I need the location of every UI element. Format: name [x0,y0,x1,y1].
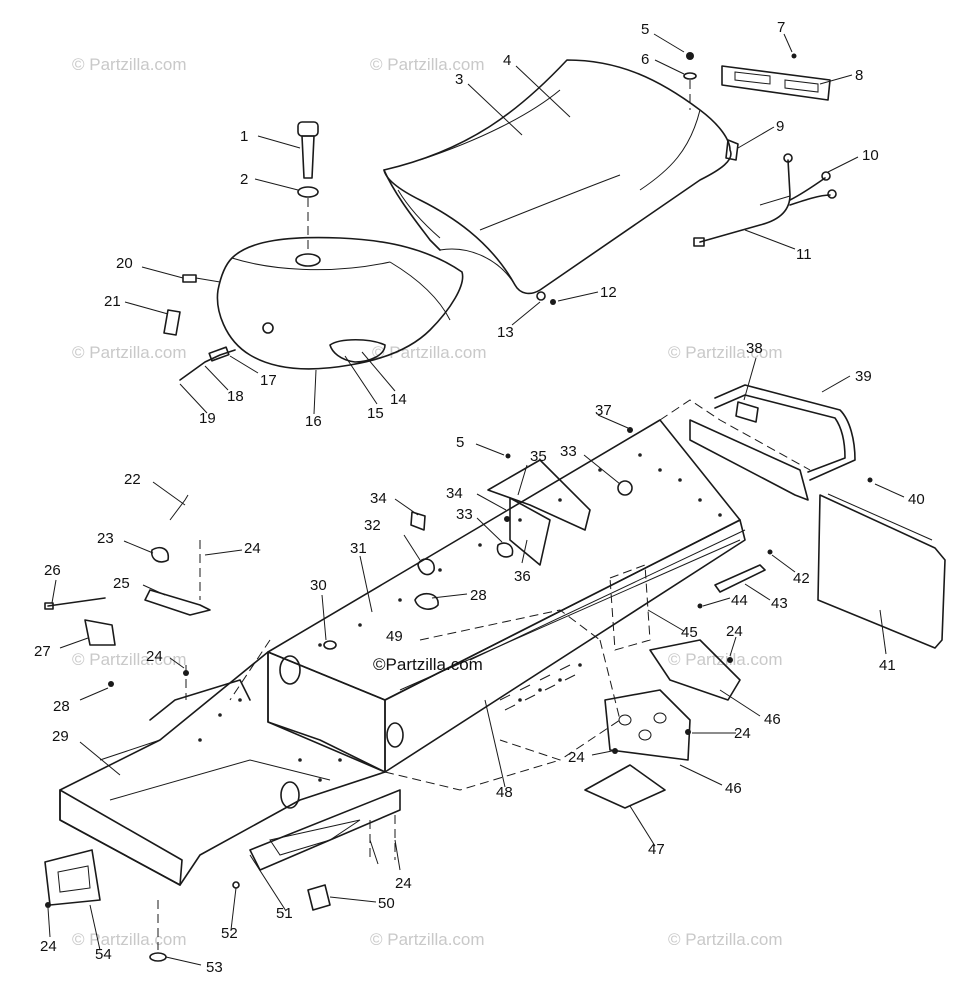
callout-54: 54 [95,946,112,963]
callout-24: 24 [395,875,412,892]
callout-9: 9 [776,118,784,135]
callout-28: 28 [53,698,70,715]
callout-43: 43 [771,595,788,612]
callout-24: 24 [726,623,743,640]
fuel-tank [216,236,464,370]
callout-5: 5 [641,21,649,38]
callout-49: 49 [386,628,403,645]
callout-34: 34 [446,485,463,502]
fuel-cap [297,121,319,250]
watermark: © Partzilla.com [72,343,187,362]
bottom-hardware [149,815,396,962]
left-brackets [44,494,211,700]
callout-46: 46 [725,780,742,797]
center-watermark: ©Partzilla.com [373,655,483,674]
callout-24: 24 [734,725,751,742]
snow-flap [817,477,946,649]
callout-28: 28 [470,587,487,604]
callout-14: 14 [390,391,407,408]
callout-33: 33 [560,443,577,460]
callout-51: 51 [276,905,293,922]
hardware-top [536,52,797,305]
callout-35: 35 [530,448,547,465]
fuel-line [163,274,236,381]
callout-39: 39 [855,368,872,385]
callout-47: 47 [648,841,665,858]
callout-22: 22 [124,471,141,488]
callout-25: 25 [113,575,130,592]
callout-53: 53 [206,959,223,976]
callout-6: 6 [641,51,649,68]
wiring-harness [693,153,837,247]
front-bumper [44,849,101,908]
watermark: © Partzilla.com [72,650,187,669]
watermark: © Partzilla.com [72,55,187,74]
callout-52: 52 [221,925,238,942]
callout-17: 17 [260,372,277,389]
callout-21: 21 [104,293,121,310]
callout-23: 23 [97,530,114,547]
callout-37: 37 [595,402,612,419]
callout-40: 40 [908,491,925,508]
callout-12: 12 [600,284,617,301]
callout-41: 41 [879,657,896,674]
callout-45: 45 [681,624,698,641]
callout-24: 24 [568,749,585,766]
tail-light [721,65,831,101]
seat [383,59,739,295]
callout-2: 2 [240,171,248,188]
callout-32: 32 [364,517,381,534]
callout-labels: 1 2 3 4 5 6 7 8 9 10 11 12 13 14 15 16 1… [34,19,925,976]
callout-4: 4 [503,52,511,69]
callout-24: 24 [40,938,57,955]
callout-27: 27 [34,643,51,660]
callout-1: 1 [240,128,248,145]
callout-29: 29 [52,728,69,745]
callout-34: 34 [370,490,387,507]
callout-11: 11 [796,246,812,263]
leader-lines [47,33,905,966]
chassis [59,399,811,886]
callout-7: 7 [777,19,785,36]
watermark: © Partzilla.com [372,343,487,362]
callout-10: 10 [862,147,879,164]
callout-48: 48 [496,784,513,801]
chassis-holes [198,453,722,782]
watermark: © Partzilla.com [668,930,783,949]
callout-15: 15 [367,405,384,422]
callout-31: 31 [350,540,367,557]
callout-5: 5 [456,434,464,451]
callout-46: 46 [764,711,781,728]
callout-16: 16 [305,413,322,430]
callout-36: 36 [514,568,531,585]
callout-44: 44 [731,592,748,609]
callout-26: 26 [44,562,61,579]
callout-13: 13 [497,324,514,341]
watermark: © Partzilla.com [668,650,783,669]
rear-bumper [689,384,856,501]
callout-18: 18 [227,388,244,405]
callout-19: 19 [199,410,216,427]
callout-38: 38 [746,340,763,357]
callout-20: 20 [116,255,133,272]
callout-30: 30 [310,577,327,594]
watermark: © Partzilla.com [668,343,783,362]
callout-24: 24 [146,648,163,665]
vent-slots [499,664,576,711]
callout-3: 3 [455,71,463,88]
watermark-layer: © Partzilla.com © Partzilla.com © Partzi… [72,55,783,949]
callout-42: 42 [793,570,810,587]
watermark: © Partzilla.com [370,930,485,949]
callout-33: 33 [456,506,473,523]
watermark: © Partzilla.com [72,930,187,949]
watermark: © Partzilla.com [370,55,485,74]
center-brackets [410,427,633,576]
callout-24: 24 [244,540,261,557]
callout-8: 8 [855,67,863,84]
side-panels [609,549,773,651]
callout-50: 50 [378,895,395,912]
right-brackets [584,639,741,809]
